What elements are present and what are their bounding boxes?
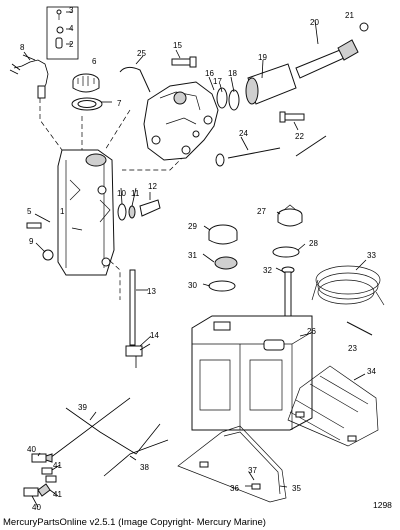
callout-41-upper: 41 [53,461,62,470]
fuel-hose-short [295,135,327,157]
label-decal [26,222,42,229]
callout-21: 21 [345,11,354,20]
callout-24: 24 [239,129,248,138]
tank-cap-27 [277,204,303,227]
callout-32: 32 [263,266,272,275]
callout-14: 14 [150,331,159,340]
callout-20: 20 [310,18,319,27]
callout-38: 38 [140,463,149,472]
callout-6: 6 [92,57,97,66]
callout-26: 26 [307,327,316,336]
callout-35: 35 [292,484,301,493]
callout-labels: 3 4 2 8 6 7 5 1 9 10 11 12 13 14 25 15 1… [20,6,376,512]
callout-19: 19 [258,53,267,62]
tank-cap-29 [208,224,238,245]
callout-30: 30 [188,281,197,290]
callout-12: 12 [148,182,157,191]
retaining-ring [359,22,369,32]
hose-fitting-41-lower [45,475,57,483]
mount-bolt-22 [279,111,305,123]
callout-34: 34 [367,367,376,376]
tank-bracket-35 [177,425,287,503]
callout-28: 28 [309,239,318,248]
callout-31: 31 [188,251,197,260]
pump-shaft [295,39,359,79]
pump-body [143,81,219,161]
hose-fitting-41-upper [41,467,53,475]
callout-5: 5 [27,207,32,216]
hose-fitting-40-lower [23,483,51,497]
callout-41-lower: 41 [53,490,62,499]
callout-33: 33 [367,251,376,260]
callout-40-upper: 40 [27,445,36,454]
callout-23: 23 [348,344,357,353]
callout-40-lower: 40 [32,503,41,512]
callout-18: 18 [228,69,237,78]
callout-16: 16 [205,69,214,78]
gasket-28 [272,246,300,258]
callout-37: 37 [248,466,257,475]
fuel-hose-24 [227,147,281,159]
callout-15: 15 [173,41,182,50]
tank-bracket-34 [287,365,379,447]
gasket-31 [214,256,238,270]
hose-fitting-40-upper [31,453,53,463]
grommet [42,249,54,261]
o-ring-18 [228,89,240,111]
outlet-fittings [117,192,161,221]
reservoir-tank [57,149,115,276]
callout-22: 22 [295,132,304,141]
pickup-tube [125,269,151,368]
fastener-kit-box [46,6,79,60]
callout-11: 11 [131,189,140,198]
callout-9: 9 [29,237,34,246]
callout-1: 1 [60,207,65,216]
vent-tube-39 [49,397,161,459]
mount-bolt-15 [171,56,197,68]
leader-lines [23,19,367,508]
gasket-30 [208,280,236,292]
callout-8: 8 [20,43,25,52]
fuel-line-coil [311,265,385,306]
callout-13: 13 [147,287,156,296]
fuel-sensor-harness [9,54,49,99]
callout-17: 17 [213,77,222,86]
callout-3: 3 [69,6,74,15]
portable-fuel-tank [191,315,313,431]
figure-number: 1298 [373,500,392,510]
drain-tube-38 [103,439,169,477]
o-ring-17 [216,87,228,109]
callout-39: 39 [78,403,87,412]
fuel-pickup [281,266,295,325]
hose-clamp [346,321,373,336]
callout-36: 36 [230,484,239,493]
callout-2: 2 [69,40,74,49]
callout-27: 27 [257,207,266,216]
callout-10: 10 [117,189,126,198]
callout-25: 25 [137,49,146,58]
callout-7: 7 [117,99,122,108]
callout-29: 29 [188,222,197,231]
vent-hose [119,66,151,93]
copyright-footer: MercuryPartsOnline v2.5.1 (Image Copyrig… [3,517,266,528]
callout-4: 4 [69,24,74,33]
pump-cylinder [245,63,297,105]
fill-cap-and-gasket [71,73,112,111]
